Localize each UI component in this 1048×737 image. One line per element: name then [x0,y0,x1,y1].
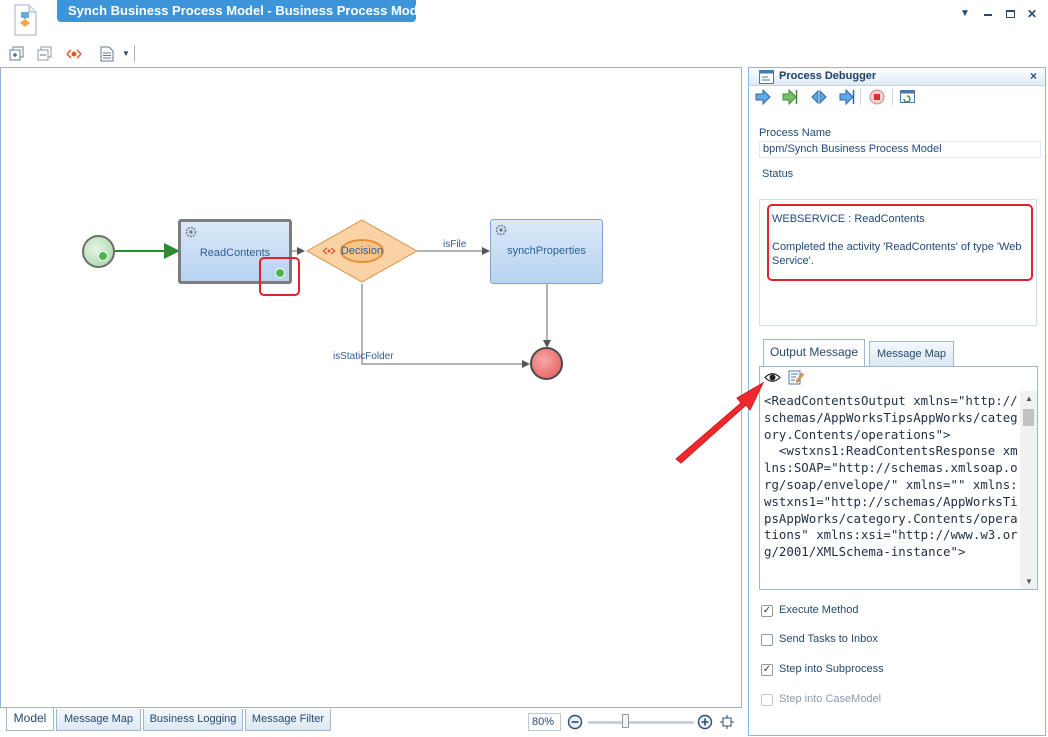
status-label: Status [762,168,794,180]
process-name-label: Process Name [759,127,832,139]
expand-all-icon[interactable] [9,46,25,62]
toolbar-separator [860,89,861,105]
decision-gateway[interactable] [305,218,419,284]
zoom-in-icon[interactable] [697,714,713,730]
scroll-thumb[interactable] [1023,409,1034,426]
flow-connectors [115,243,551,368]
tab-debugger-message-map[interactable]: Message Map [869,341,954,366]
document-dropdown-icon[interactable]: ▼ [122,49,130,58]
tab-business-logging[interactable]: Business Logging [143,709,243,731]
zoom-slider-handle[interactable] [622,714,629,728]
status-activity: WEBSERVICE : ReadContents [772,213,925,225]
document-icon[interactable] [99,46,115,62]
panel-close-icon[interactable]: × [1029,69,1037,83]
start-event[interactable] [82,235,115,268]
refresh-window-icon[interactable] [900,89,916,105]
status-message: Completed the activity 'ReadContents' of… [772,241,1022,267]
toolbar-separator [134,45,135,62]
minimize-button[interactable] [982,8,994,20]
panel-title: Process Debugger [779,70,877,82]
option-label: Step into Subprocess [779,663,884,675]
vertical-scrollbar[interactable]: ▲ ▼ [1020,391,1037,589]
output-xml[interactable]: <ReadContentsOutput xmlns="http://schema… [764,393,1018,560]
step-into-casemodel-checkbox [761,694,773,706]
decision-label: Decision [340,245,384,257]
window-title: Synch Business Process Model - Business … [57,0,429,22]
zoom-out-icon[interactable] [567,714,583,730]
maximize-button[interactable] [1004,8,1016,20]
resume-icon[interactable] [839,89,855,105]
step-back-icon[interactable] [811,89,827,105]
step-into-subprocess-checkbox[interactable]: ✓ [761,664,773,676]
tab-message-filter[interactable]: Message Filter [245,709,331,731]
debug-icon[interactable] [66,46,82,62]
service-gear-icon [185,226,197,238]
output-message-area: <ReadContentsOutput xmlns="http://schema… [759,366,1038,590]
execute-method-checkbox[interactable]: ✓ [761,605,773,617]
task-label: synchProperties [507,245,586,257]
option-label: Step into CaseModel [779,693,882,705]
end-event[interactable] [530,347,563,380]
zoom-level[interactable]: 80% [528,713,561,731]
edge-label-isstaticfolder: isStaticFolder [333,351,394,362]
toolbar-separator [892,89,893,105]
completed-status-icon [275,268,285,278]
scroll-down-icon[interactable]: ▼ [1025,577,1033,586]
fit-to-screen-icon[interactable] [719,714,735,730]
debugger-window-icon [759,70,774,84]
tab-model[interactable]: Model [6,707,54,731]
model-canvas[interactable]: ReadContents Decision synchProperties is… [0,67,742,708]
view-eye-icon[interactable] [764,371,781,384]
service-gear-icon [495,224,507,236]
status-highlight [767,204,1033,281]
zoom-slider[interactable] [588,721,694,724]
completed-highlight [259,257,300,296]
edit-message-icon[interactable] [788,369,804,385]
tab-message-map[interactable]: Message Map [56,709,141,731]
task-read-contents[interactable]: ReadContents [178,219,292,284]
tab-output-message[interactable]: Output Message [763,339,865,366]
collapse-all-icon[interactable] [37,46,53,62]
stop-icon[interactable] [869,89,885,105]
send-tasks-checkbox[interactable] [761,634,773,646]
option-label: Send Tasks to Inbox [779,633,878,645]
option-label: Execute Method [779,604,859,616]
step-over-icon[interactable] [755,89,771,105]
close-button[interactable]: ✕ [1026,7,1038,21]
process-name-field: bpm/Synch Business Process Model [759,141,1041,158]
process-model-icon [14,4,37,36]
panel-header: Process Debugger × [749,68,1045,86]
completed-status-icon [98,251,108,261]
status-box: WEBSERVICE : ReadContents Completed the … [759,199,1037,326]
scroll-up-icon[interactable]: ▲ [1025,394,1033,403]
process-debugger-panel: Process Debugger × Proce [748,67,1046,736]
task-synch-properties[interactable]: synchProperties [490,219,603,284]
edge-label-isfile: isFile [443,239,467,250]
task-label: ReadContents [199,247,271,259]
step-into-icon[interactable] [782,89,798,105]
menu-dropdown-icon[interactable]: ▼ [960,8,970,19]
